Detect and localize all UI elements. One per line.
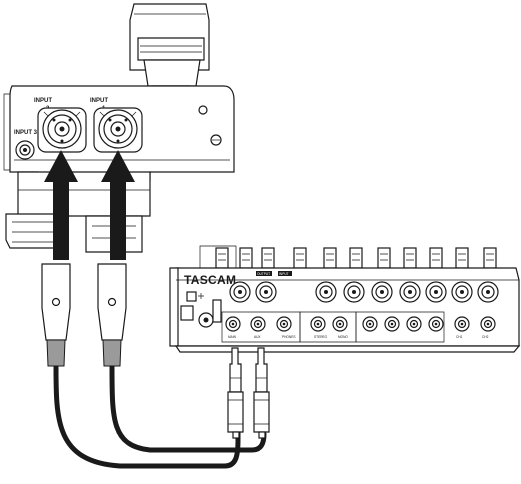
mixer-badge-input: INPUT [279, 272, 289, 276]
rear-label: AUX [254, 335, 261, 339]
trs-jack-icon [310, 316, 326, 332]
knob-icon [215, 247, 229, 269]
knob-icon [483, 247, 497, 269]
power-switch[interactable] [180, 305, 194, 321]
rear-label: MAIN [228, 335, 237, 339]
standby-switch[interactable] [212, 299, 222, 323]
trs-jack-icon [250, 316, 266, 332]
cable-right [109, 363, 267, 453]
xlr-plug-left [41, 263, 71, 367]
mixer-device: TASCAM OUTPUT INPUT MAIN AUX PHONES STEREO M… [169, 245, 521, 353]
trs-jack-icon [276, 316, 292, 332]
knob-icon [403, 247, 417, 269]
knob-icon [323, 247, 337, 269]
input3-jack-icon [15, 140, 35, 160]
combo-jack-icon [451, 281, 473, 303]
combo-jack-icon [255, 281, 277, 303]
trs-jack-icon [454, 316, 470, 332]
mixer-top-knobs [199, 245, 497, 271]
knob-icon [377, 247, 391, 269]
screw-icon [198, 105, 208, 115]
mixer-badge-output: OUTPUT [257, 272, 270, 276]
trs-jack-icon [428, 316, 444, 332]
usb-icon [186, 291, 204, 302]
knob-icon [429, 247, 443, 269]
knob-icon [293, 247, 307, 269]
trs-jack-icon [362, 316, 378, 332]
mixer-brand: TASCAM [184, 273, 236, 287]
knob-icon [349, 247, 363, 269]
rear-label: CH1 [456, 335, 463, 339]
rear-label: MONO [338, 335, 348, 339]
combo-jack-icon [399, 281, 421, 303]
rear-label: STEREO [314, 335, 328, 339]
xlr-jack-icon [37, 107, 87, 153]
combo-jack-icon [425, 281, 447, 303]
input2-label: INPUT [34, 98, 52, 104]
xlr-jack-icon [93, 107, 143, 153]
combo-jack-icon [477, 281, 499, 303]
combo-jack-icon [315, 281, 337, 303]
trs-plug-icon [227, 347, 244, 439]
trs-jack-icon [406, 316, 422, 332]
arrow-up-icon [44, 150, 78, 260]
rear-label: CH2 [482, 335, 489, 339]
combo-jack-icon [371, 281, 393, 303]
knob-icon [239, 247, 253, 269]
knob-icon [261, 247, 275, 269]
trs-jack-icon [332, 316, 348, 332]
cable-left [53, 363, 241, 469]
trs-plug-icon [253, 347, 270, 439]
input3-label: INPUT 3 [14, 130, 38, 136]
trs-jack-icon [225, 316, 241, 332]
trs-jack-icon [480, 316, 496, 332]
knob-icon [455, 247, 469, 269]
combo-jack-icon [229, 281, 251, 303]
arrow-up-icon [101, 150, 135, 260]
xlr-plug-right [97, 263, 127, 367]
rear-label: PHONES [282, 335, 295, 339]
trs-jack-icon [384, 316, 400, 332]
input1-label: INPUT [90, 98, 108, 104]
combo-jack-icon [343, 281, 365, 303]
